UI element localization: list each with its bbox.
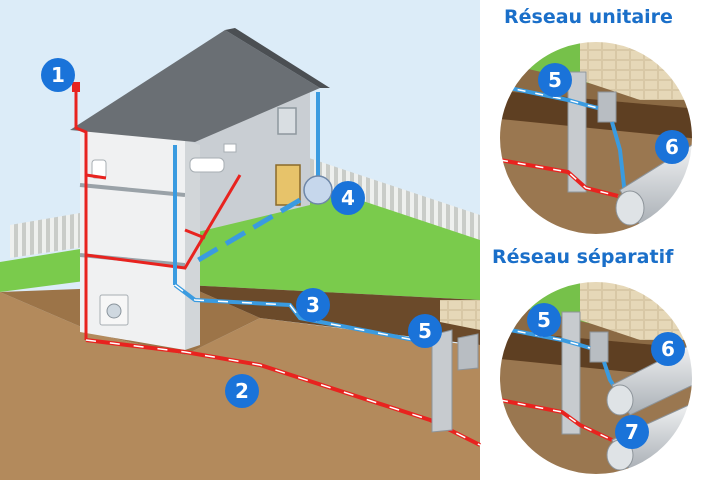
trench-shadow (185, 285, 480, 345)
heading-unitary: Réseau unitaire (504, 6, 673, 28)
marker-7-separate: 7 (615, 415, 649, 449)
roof-ridge (225, 28, 330, 88)
svg-text:6: 6 (661, 337, 675, 361)
marker-6-separate: 6 (651, 332, 685, 366)
svg-text:5: 5 (418, 319, 432, 343)
svg-text:4: 4 (341, 186, 355, 210)
svg-text:2: 2 (235, 379, 249, 403)
marker-4: 4 (331, 181, 365, 215)
svg-text:5: 5 (537, 308, 551, 332)
bathtub (189, 157, 225, 173)
washbasin (223, 143, 237, 153)
svg-text:1: 1 (51, 63, 65, 87)
marker-5-main: 5 (408, 314, 442, 348)
rainwater-tank (303, 175, 333, 205)
svg-text:5: 5 (548, 68, 562, 92)
house-window (277, 107, 297, 135)
inspection-box-rain (457, 333, 479, 371)
roof-vent (72, 82, 80, 92)
marker-2: 2 (225, 374, 259, 408)
marker-1: 1 (41, 58, 75, 92)
marker-3: 3 (296, 288, 330, 322)
marker-5-separate: 5 (527, 303, 561, 337)
svg-text:3: 3 (306, 293, 320, 317)
rainwater-main-pipe (173, 283, 441, 347)
marker-6-unitary: 6 (655, 130, 689, 164)
rainwater-garden-pipe (193, 197, 302, 265)
marker-5-unitary: 5 (538, 63, 572, 97)
house-door (275, 164, 301, 206)
wastewater-pipes-house (74, 88, 242, 340)
inset-unitary-frame (496, 38, 696, 238)
inset-separate-frame (496, 278, 696, 478)
roof (70, 30, 320, 142)
svg-text:6: 6 (665, 135, 679, 159)
floor-upper (79, 183, 186, 197)
paving (440, 300, 480, 330)
washing-machine-door (106, 303, 122, 319)
svg-text:7: 7 (625, 420, 639, 444)
downpipe (173, 92, 320, 285)
heading-separate: Réseau séparatif (492, 246, 674, 268)
inset-separate (498, 280, 694, 476)
inspection-column (431, 329, 453, 433)
